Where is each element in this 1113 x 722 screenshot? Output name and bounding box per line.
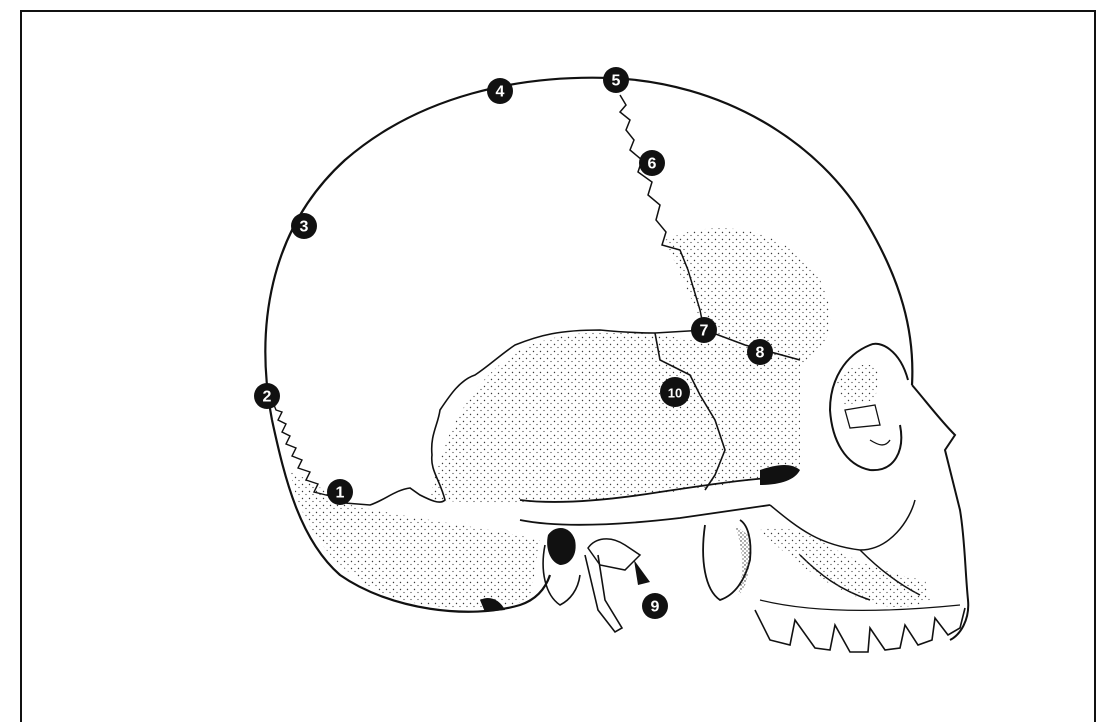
ramus-shadow xyxy=(735,525,750,595)
marker-3: 3 xyxy=(291,213,317,239)
marker-6: 6 xyxy=(639,150,665,176)
lacrimal-stipple xyxy=(835,365,880,405)
condyle xyxy=(588,539,640,570)
svg-text:9: 9 xyxy=(651,599,660,616)
svg-text:5: 5 xyxy=(612,73,621,90)
marker-4: 4 xyxy=(487,78,513,104)
upper-teeth xyxy=(755,608,965,652)
orbit-outline xyxy=(830,344,908,470)
svg-text:6: 6 xyxy=(648,156,657,173)
marker-9: 9 xyxy=(642,593,668,619)
marker-1: 1 xyxy=(327,479,353,505)
marker-10: 10 xyxy=(660,377,690,407)
temporal-stipple xyxy=(430,332,800,503)
external-acoustic-meatus xyxy=(547,528,576,565)
svg-text:2: 2 xyxy=(263,389,272,406)
svg-text:4: 4 xyxy=(496,84,505,101)
svg-text:3: 3 xyxy=(300,219,309,236)
orbit-inner xyxy=(845,405,890,445)
svg-text:1: 1 xyxy=(336,485,345,502)
marker-7: 7 xyxy=(691,317,717,343)
svg-text:8: 8 xyxy=(756,345,765,362)
svg-text:10: 10 xyxy=(668,386,682,401)
styloid-process xyxy=(585,555,622,632)
tooth-roots xyxy=(760,600,960,610)
marker-2: 2 xyxy=(254,383,280,409)
maxilla-stipple xyxy=(760,528,930,607)
svg-text:7: 7 xyxy=(700,323,709,340)
marker-8: 8 xyxy=(747,339,773,365)
marker-5: 5 xyxy=(603,67,629,93)
articular-eminence-arrow xyxy=(634,560,650,585)
